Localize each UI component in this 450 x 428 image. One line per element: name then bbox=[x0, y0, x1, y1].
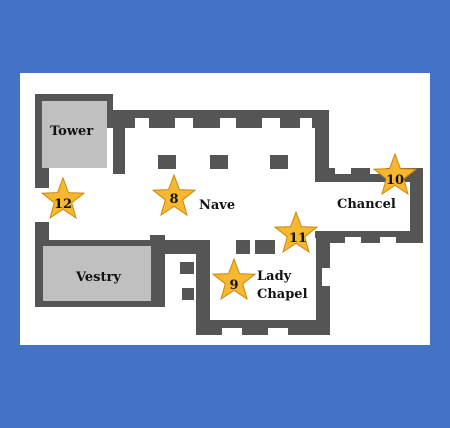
star-icon bbox=[273, 210, 319, 254]
pillar-south-2 bbox=[236, 240, 250, 254]
vestry-room bbox=[43, 246, 151, 301]
pillar-north-1 bbox=[158, 155, 176, 169]
chapel-south-wall bbox=[196, 320, 330, 335]
lady-chapel-label-line2: Chapel bbox=[257, 287, 308, 302]
pillar-north-2 bbox=[210, 155, 228, 169]
tower-label: Tower bbox=[50, 124, 93, 139]
marker-12-label: 12 bbox=[54, 197, 72, 212]
pillar-west-upper bbox=[113, 128, 125, 174]
chancel-floor bbox=[315, 182, 410, 231]
star-icon bbox=[211, 257, 257, 301]
window-chapel-south bbox=[222, 328, 242, 335]
chancel-label: Chancel bbox=[337, 197, 396, 212]
chancel-east-wall bbox=[410, 168, 423, 243]
chapel-north-wall bbox=[255, 240, 275, 254]
window-north-2 bbox=[175, 118, 193, 128]
marker-9-label: 9 bbox=[229, 278, 238, 293]
wall-openings bbox=[135, 118, 396, 335]
star-icon bbox=[372, 152, 418, 196]
lady-chapel-label-line1: Lady bbox=[257, 269, 292, 284]
chapel-west-wall bbox=[196, 240, 210, 335]
chancel-south-wall bbox=[315, 231, 423, 243]
window-chapel-south-2 bbox=[268, 328, 288, 335]
window-chancel-north bbox=[335, 168, 351, 174]
marker-10-label: 10 bbox=[386, 173, 404, 188]
pillar-north-3 bbox=[270, 155, 288, 169]
nave-label: Nave bbox=[199, 198, 235, 213]
window-north-3 bbox=[220, 118, 236, 128]
chapel-east-wall bbox=[316, 243, 330, 335]
marker-8[interactable]: 8 bbox=[151, 173, 197, 217]
pillar-south-1 bbox=[188, 240, 204, 252]
marker-9[interactable]: 9 bbox=[211, 257, 257, 301]
marker-12[interactable]: 12 bbox=[40, 176, 86, 220]
vestry-label: Vestry bbox=[75, 270, 121, 285]
pillar-vestry-2 bbox=[180, 262, 194, 274]
west-wall-upper bbox=[35, 172, 49, 188]
window-north-5 bbox=[300, 118, 312, 128]
window-chancel-south-2 bbox=[380, 237, 396, 243]
nave-pillars bbox=[113, 128, 288, 300]
nave-east-wall-north bbox=[315, 110, 329, 170]
window-north-4 bbox=[262, 118, 280, 128]
marker-8-label: 8 bbox=[169, 192, 178, 207]
interior bbox=[35, 128, 410, 320]
pillar-vestry-1 bbox=[150, 235, 165, 245]
marker-10[interactable]: 10 bbox=[372, 152, 418, 196]
window-chapel-east bbox=[322, 268, 330, 286]
window-chancel-south bbox=[345, 237, 361, 243]
star-icon bbox=[151, 173, 197, 217]
pillar-vestry-3 bbox=[182, 288, 194, 300]
west-wall-lower bbox=[35, 222, 49, 242]
marker-11-label: 11 bbox=[289, 231, 307, 246]
window-north-1 bbox=[135, 118, 149, 128]
tower-room bbox=[42, 101, 107, 168]
star-icon bbox=[40, 176, 86, 220]
marker-11[interactable]: 11 bbox=[273, 210, 319, 254]
